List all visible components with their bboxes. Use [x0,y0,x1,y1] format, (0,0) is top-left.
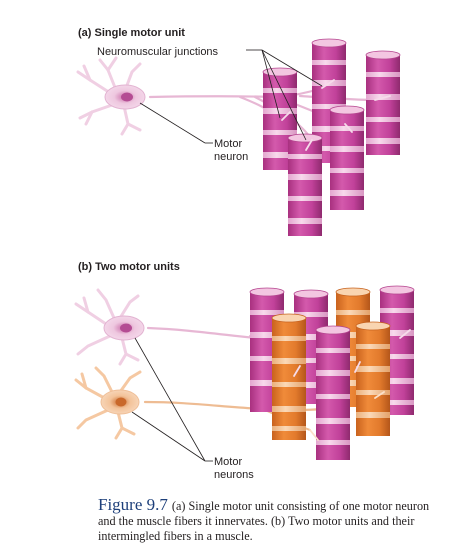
muscle-fiber [271,313,307,440]
panel-a: (a) Single motor unit Neuromuscular junc… [76,27,401,236]
muscle-fibers-a [262,38,401,236]
junction-label: Neuromuscular junctions [97,46,219,58]
figure-caption: Figure 9.7(a) Single motor unit consisti… [98,495,448,544]
muscle-fiber [355,321,391,436]
panel-b: (b) Two motor units [74,261,415,481]
nerve-terminals-b [293,329,411,441]
neuron-label-b-line2: neurons [214,469,254,481]
muscle-fibers-b [249,285,415,460]
muscle-fiber [287,133,323,236]
neuron-label-a-line2: neuron [214,151,248,163]
motor-neuron-cell-body-b2 [74,366,142,440]
panel-a-title: (a) Single motor unit [78,27,185,39]
motor-neuron-cell-body-b1 [74,288,145,366]
nerve-terminals-a [281,79,391,151]
neuron-label-b-line1: Motor [214,456,242,468]
neuron-label-a-line1: Motor [214,138,242,150]
leader-lines-a [139,49,323,144]
muscle-fiber [365,50,401,155]
caption-text: (a) Single motor unit consisting of one … [98,499,430,543]
muscle-fiber [315,325,351,460]
leader-lines-b [131,337,213,462]
motor-neuron-cell-body-a [76,56,146,136]
muscle-fiber [329,105,365,210]
panel-b-title: (b) Two motor units [78,261,180,273]
figure-number: Figure 9.7 [98,495,168,514]
